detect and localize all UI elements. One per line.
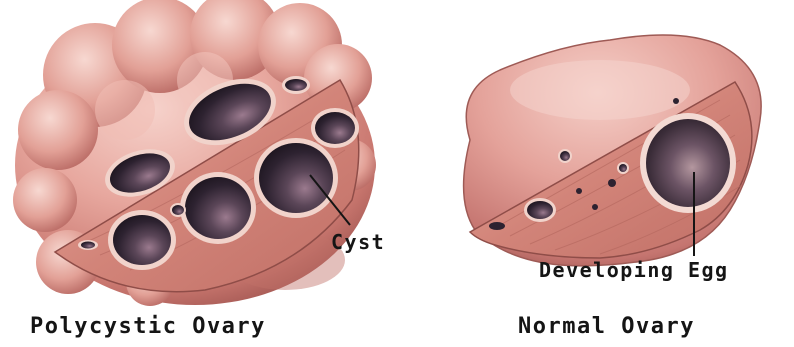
cyst <box>311 108 359 148</box>
polycystic-ovary-caption: Polycystic Ovary <box>30 316 266 338</box>
cyst <box>254 138 338 218</box>
cyst <box>108 210 176 270</box>
cyst <box>78 240 98 250</box>
follicle <box>489 222 505 230</box>
polycystic-ovary <box>13 0 376 306</box>
follicle <box>673 98 679 104</box>
cyst-label: Cyst <box>331 232 385 252</box>
cyst <box>170 203 186 217</box>
follicle <box>576 188 582 194</box>
cyst <box>180 172 256 244</box>
follicle <box>524 198 556 222</box>
follicle <box>608 179 616 187</box>
follicle <box>592 204 598 210</box>
developing-egg <box>640 113 736 213</box>
follicle <box>558 149 572 163</box>
follicle <box>617 162 629 174</box>
normal-ovary <box>464 35 762 266</box>
developing-egg-label: Developing Egg <box>539 260 729 280</box>
normal-ovary-caption: Normal Ovary <box>518 316 695 338</box>
cyst <box>282 76 310 94</box>
